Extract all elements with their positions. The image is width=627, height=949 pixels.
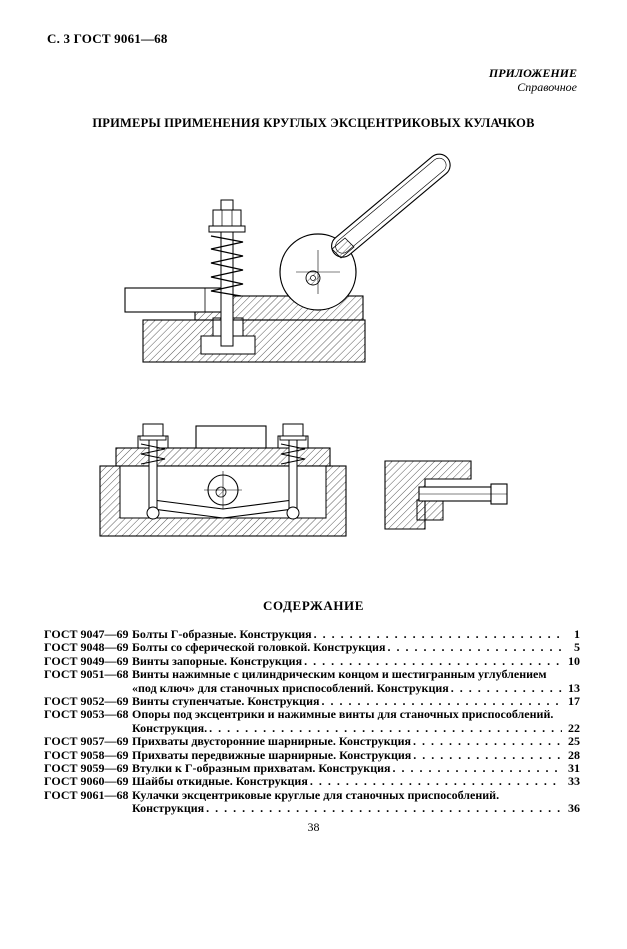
toc-entry-title: Прихваты двусторонние шарнирные. Констру… (132, 734, 411, 749)
toc-entry-main: Опоры под эксцентрики и нажимные винты д… (132, 708, 580, 735)
left-stud (139, 423, 167, 517)
side-insert (416, 499, 444, 521)
annex-label: ПРИЛОЖЕНИЕ (488, 66, 577, 80)
handle-boss (331, 237, 355, 259)
stud-and-nut (208, 199, 246, 347)
toc-entry-code: ГОСТ 9057—69 (44, 734, 129, 749)
toc-entry: ГОСТ 9058—69 Прихваты передвижные шарнир… (44, 747, 580, 762)
toc-entry-main: Прихваты двусторонние шарнирные. Констру… (132, 734, 580, 749)
figure-fixture-side-section (384, 460, 508, 530)
toc-entry-title-line1: Кулачки эксцентриковые круглые для стано… (132, 787, 500, 802)
toc-entry-title: Втулки к Г-образным прихватам. Конструкц… (132, 761, 391, 776)
toc-entry-code: ГОСТ 9052—69 (44, 694, 129, 709)
toc-entry: ГОСТ 9061—68 Кулачки эксцентриковые круг… (44, 787, 580, 816)
toc-entry-page: 28 (568, 747, 580, 762)
toc-entry: ГОСТ 9060—69 Шайбы откидные. Конструкция… (44, 774, 580, 789)
toc-entry-main: Кулачки эксцентриковые круглые для стано… (132, 787, 580, 816)
toc-entry-main: Винты нажимные с цилиндрическим концом и… (132, 667, 580, 695)
toc-entry-title-line1: Винты нажимные с цилиндрическим концом и… (132, 667, 547, 682)
spring (210, 235, 244, 297)
toc-entry: ГОСТ 9059—69 Втулки к Г-образным прихват… (44, 761, 580, 776)
toc-entry-page: 22 (568, 720, 580, 735)
toc-entry-page: 17 (568, 694, 580, 709)
toc-entry-main: Болты Г-образные. Конструкция 1 (132, 627, 580, 641)
figure-fixture-front-section (99, 423, 347, 537)
toc-leader-dots (393, 762, 562, 775)
toc-entry-main: Втулки к Г-образным прихватам. Конструкц… (132, 761, 580, 776)
toc-entry-code: ГОСТ 9049—69 (44, 653, 129, 668)
toc-entry-title: Болты Г-образные. Конструкция (132, 627, 312, 641)
toc-leader-dots (322, 695, 563, 708)
toc-entry-code: ГОСТ 9047—69 (44, 627, 129, 641)
toc-entry-main: Винты запорные. Конструкция 10 (132, 653, 580, 668)
toc-entry: ГОСТ 9047—69 Болты Г-образные. Конструкц… (44, 627, 580, 641)
toc-entry-code: ГОСТ 9059—69 (44, 761, 129, 776)
toc-entry-main: Прихваты передвижные шарнирные. Конструк… (132, 747, 580, 762)
toc-entry: ГОСТ 9049—69 Винты запорные. Конструкция… (44, 653, 580, 668)
annex-note: Справочное (517, 80, 577, 94)
eccentric-axle (204, 471, 242, 509)
workpiece-bar (124, 287, 226, 313)
contents-heading: СОДЕРЖАНИЕ (262, 598, 365, 613)
running-header: С. 3 ГОСТ 9061—68 (47, 31, 168, 46)
toc-entry: ГОСТ 9053—68 Опоры под эксцентрики и наж… (44, 708, 580, 735)
toc-entry-title: Шайбы откидные. Конструкция (132, 774, 308, 789)
toc-entry-page: 36 (568, 801, 580, 816)
toc-entry-title: Конструкция. (132, 720, 208, 735)
toc-entry-title: Конструкция (132, 801, 205, 816)
toc-entry-page: 25 (568, 734, 580, 749)
toc-leader-dots (387, 641, 562, 654)
side-body (384, 460, 472, 530)
toc-entry-code: ГОСТ 9048—69 (44, 640, 129, 655)
figures-title: ПРИМЕРЫ ПРИМЕНЕНИЯ КРУГЛЫХ ЭКСЦЕНТРИКОВЫ… (92, 116, 535, 130)
annex-block: ПРИЛОЖЕНИЕ Справочное (489, 66, 577, 94)
right-pivot-pin (286, 506, 300, 520)
toc-entry-title: «под ключ» для станочных приспособлений.… (132, 680, 449, 695)
toc-entry-code: ГОСТ 9053—68 (44, 707, 129, 722)
page-number: 38 (307, 820, 320, 834)
toc-entry: ГОСТ 9057—69 Прихваты двусторонние шарни… (44, 734, 580, 749)
left-pivot-pin (146, 506, 160, 520)
toc-entry: ГОСТ 9052—69 Винты ступенчатые. Конструк… (44, 694, 580, 709)
toc-entry-main: Шайбы откидные. Конструкция 33 (132, 774, 580, 789)
toc-leader-dots (206, 802, 562, 815)
toc-entry-code: ГОСТ 9061—68 (44, 787, 129, 802)
toc-entry-title: Винты ступенчатые. Конструкция (132, 694, 320, 709)
toc-entry-code: ГОСТ 9058—69 (44, 747, 129, 762)
toc-entry-title: Прихваты передвижные шарнирные. Конструк… (132, 747, 412, 762)
toc-entry-page: 1 (574, 627, 580, 641)
toc-leader-dots (304, 655, 562, 668)
toc-leader-dots (451, 682, 562, 695)
cam-center-marks (296, 250, 340, 294)
toc-entry-page: 10 (568, 653, 580, 668)
toc-entry-main: Винты ступенчатые. Конструкция 17 (132, 694, 580, 709)
toc-entry-main: Болты со сферической головкой. Конструкц… (132, 640, 580, 655)
toc-entry: ГОСТ 9048—69 Болты со сферической головк… (44, 640, 580, 655)
toc-entry-title-line1: Опоры под эксцентрики и нажимные винты д… (132, 707, 554, 722)
toc-leader-dots (413, 749, 562, 762)
toc-entry-code: ГОСТ 9051—68 (44, 667, 129, 682)
toc-entry-page: 31 (568, 761, 580, 776)
toc-leader-dots (314, 628, 562, 641)
toc-leader-dots (413, 735, 562, 748)
toc-entry-page: 13 (568, 680, 580, 695)
toc-leader-dots (209, 722, 562, 735)
toc-leader-dots (310, 775, 562, 788)
toc-entry-page: 33 (568, 774, 580, 789)
table-of-contents: ГОСТ 9047—69 Болты Г-образные. Конструкц… (44, 627, 580, 816)
base-block (142, 317, 366, 363)
toc-entry-code: ГОСТ 9060—69 (44, 774, 129, 789)
toc-entry: ГОСТ 9051—68 Винты нажимные с цилиндриче… (44, 667, 580, 695)
toc-entry-title: Болты со сферической головкой. Конструкц… (132, 640, 386, 655)
figure-eccentric-cam-clamp-main-view (124, 153, 451, 363)
toc-entry-title: Винты запорные. Конструкция (132, 653, 303, 668)
center-block (195, 425, 267, 449)
toc-entry-page: 5 (574, 640, 580, 655)
